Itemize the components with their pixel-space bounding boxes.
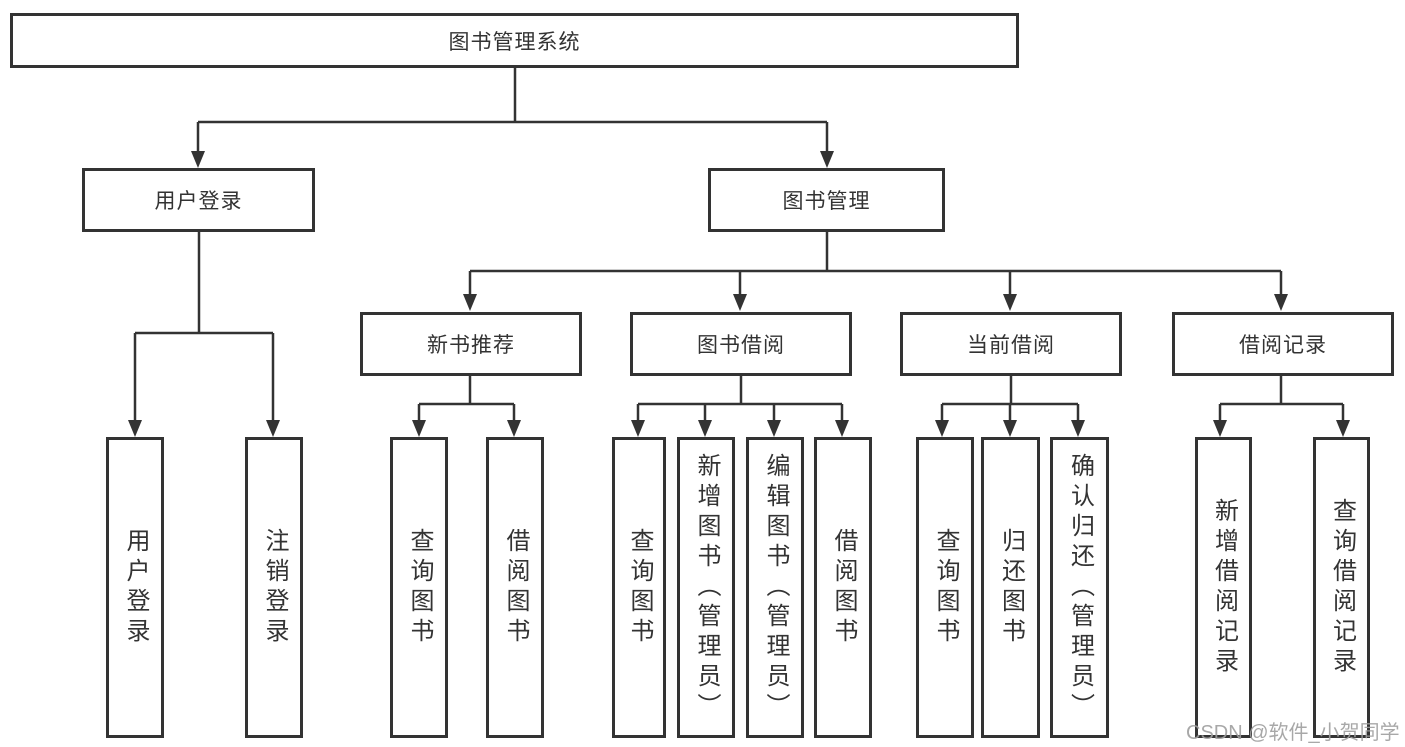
arrowhead: [1336, 420, 1350, 437]
leaf-add-books-admin: 新增图书（管理员）: [677, 437, 735, 738]
arrowhead: [191, 151, 205, 168]
node-label: 新书推荐: [427, 334, 515, 357]
arrowhead: [128, 420, 142, 437]
node-user-login: 用户登录: [82, 168, 315, 232]
node-label: 图书管理: [782, 190, 871, 213]
node-library-management-system: 图书管理系统: [10, 13, 1019, 68]
node-book-borrowing: 图书借阅: [630, 312, 852, 376]
arrowhead: [412, 420, 426, 437]
node-new-book-recommend: 新书推荐: [360, 312, 582, 376]
leaf-label: 注销登录: [261, 527, 288, 648]
leaf-query-books-current: 查询图书: [916, 437, 974, 738]
leaf-query-books-recommend: 查询图书: [390, 437, 448, 738]
leaf-logout: 注销登录: [245, 437, 303, 738]
leaf-borrow-books-borrowing: 借阅图书: [814, 437, 872, 738]
node-current-borrowing: 当前借阅: [900, 312, 1122, 376]
arrowhead: [631, 420, 645, 437]
arrowhead: [835, 420, 849, 437]
leaf-query-books-borrowing: 查询图书: [612, 437, 666, 738]
node-label: 图书借阅: [697, 334, 785, 357]
arrowhead: [1274, 294, 1288, 311]
leaf-query-borrow-record: 查询借阅记录: [1313, 437, 1370, 738]
node-book-management: 图书管理: [708, 168, 945, 232]
arrowhead: [733, 294, 747, 311]
leaf-return-books: 归还图书: [981, 437, 1040, 738]
csdn-watermark: CSDN @软件_小贺同学: [1186, 722, 1400, 744]
leaf-label: 借阅图书: [830, 527, 857, 648]
node-borrowing-records: 借阅记录: [1172, 312, 1394, 376]
leaf-label: 确认归还（管理员）: [1066, 452, 1094, 723]
arrowhead: [820, 151, 834, 168]
leaf-label: 借阅图书: [502, 527, 529, 648]
leaf-label: 用户登录: [122, 527, 149, 648]
leaf-label: 查询图书: [932, 527, 959, 648]
arrowhead: [935, 420, 949, 437]
leaf-label: 新增图书（管理员）: [693, 452, 720, 723]
arrowhead: [463, 294, 477, 311]
leaf-confirm-return-admin: 确认归还（管理员）: [1050, 437, 1109, 738]
arrowhead: [266, 420, 280, 437]
leaf-label: 新增借阅记录: [1210, 497, 1238, 678]
leaf-label: 编辑图书（管理员）: [762, 452, 789, 723]
leaf-edit-books-admin: 编辑图书（管理员）: [746, 437, 804, 738]
arrowhead: [698, 420, 712, 437]
node-label: 图书管理系统: [448, 30, 581, 54]
arrowhead: [1213, 420, 1227, 437]
leaf-label: 归还图书: [997, 527, 1025, 648]
node-label: 用户登录: [154, 190, 243, 213]
leaf-add-borrow-record: 新增借阅记录: [1195, 437, 1252, 738]
leaf-label: 查询图书: [406, 527, 433, 648]
arrowhead: [1071, 420, 1085, 437]
node-label: 当前借阅: [967, 334, 1055, 357]
arrowhead: [767, 420, 781, 437]
arrowhead: [1003, 294, 1017, 311]
leaf-user-login: 用户登录: [106, 437, 164, 738]
leaf-label: 查询图书: [626, 527, 653, 648]
leaf-borrow-books-recommend: 借阅图书: [486, 437, 544, 738]
arrowhead: [1003, 420, 1017, 437]
node-label: 借阅记录: [1239, 334, 1327, 357]
leaf-label: 查询借阅记录: [1328, 497, 1356, 678]
arrowhead: [507, 420, 521, 437]
